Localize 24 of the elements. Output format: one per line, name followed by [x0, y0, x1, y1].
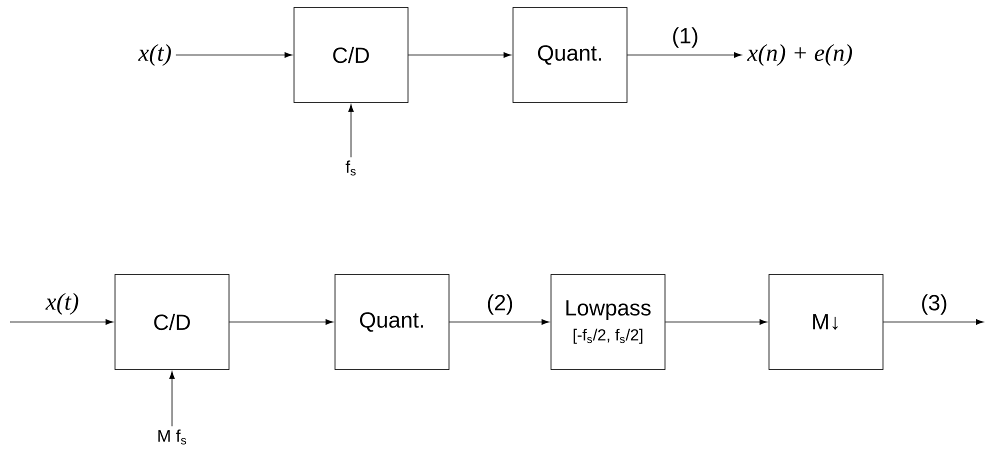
sampling-rate: f$_{s}$	[346, 160, 356, 176]
arrow	[449, 319, 550, 325]
process-box: C/D	[114, 274, 230, 370]
arrow	[627, 52, 742, 58]
arrow	[229, 319, 334, 325]
signal-label: x(n) + e(n)	[746, 44, 852, 66]
arrow	[883, 319, 984, 325]
edge-label: (3)	[920, 293, 949, 316]
signal-label: x(t)	[138, 44, 171, 66]
arrow	[175, 52, 292, 58]
edge-label: (1)	[670, 26, 700, 49]
arrow	[665, 319, 768, 325]
arrow	[169, 371, 175, 427]
arrow	[10, 319, 114, 325]
process-box: M↓	[768, 274, 884, 370]
process-box: Lowpass [-f$_{s}$/2, f$_{s}$/2]	[550, 274, 666, 370]
sampling-rate: M f$_{s}$	[158, 430, 186, 444]
arrow	[408, 52, 512, 58]
edge-label: x(t)	[44, 292, 80, 316]
process-box: Quant.	[512, 7, 628, 103]
process-box: C/D	[294, 7, 408, 103]
arrow	[348, 104, 354, 158]
edge-label: (2)	[486, 293, 514, 316]
process-box: Quant.	[334, 274, 450, 370]
